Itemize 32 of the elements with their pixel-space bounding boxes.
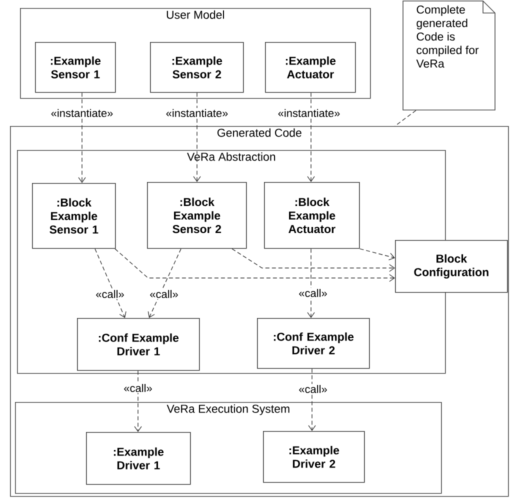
arrow <box>359 248 395 260</box>
object-box: :Example Driver 1 <box>86 432 191 485</box>
arrow <box>114 248 396 282</box>
edge-label: «instantiate» <box>164 108 230 118</box>
arrow <box>232 248 396 272</box>
edge-label: «call» <box>298 384 328 394</box>
object-box: :Example Sensor 1 <box>35 42 116 93</box>
object-box: :Conf Example Driver 1 <box>77 318 200 371</box>
edge-label: «call» <box>148 288 180 300</box>
edge-label: «call» <box>122 382 154 394</box>
edge-label: «instantiate» <box>276 108 342 118</box>
edge-label: «call» <box>298 288 328 298</box>
arrow <box>134 370 142 432</box>
connector-line <box>394 110 416 126</box>
object-box: :Conf Example Driver 2 <box>257 318 370 369</box>
object-box: :Example Sensor 2 <box>150 42 244 93</box>
arrow <box>78 92 86 183</box>
object-box: :Block Example Actuator <box>264 182 360 249</box>
arrow <box>193 92 201 182</box>
object-box: :Example Driver 2 <box>263 431 365 483</box>
object-box: :Example Actuator <box>265 42 356 93</box>
arrow <box>307 92 315 182</box>
object-box: :Block Example Sensor 2 <box>147 182 247 249</box>
arrow <box>148 248 182 318</box>
object-box: Block Configuration <box>395 240 508 293</box>
arrow <box>94 248 126 318</box>
arrow <box>308 368 316 431</box>
object-box: :Block Example Sensor 1 <box>32 183 116 249</box>
arrow <box>307 248 315 318</box>
edge-label: «instantiate» <box>50 108 114 118</box>
note-box: Complete generated Code is compiled for VeRa <box>402 0 496 110</box>
edge-label: «call» <box>94 288 126 300</box>
